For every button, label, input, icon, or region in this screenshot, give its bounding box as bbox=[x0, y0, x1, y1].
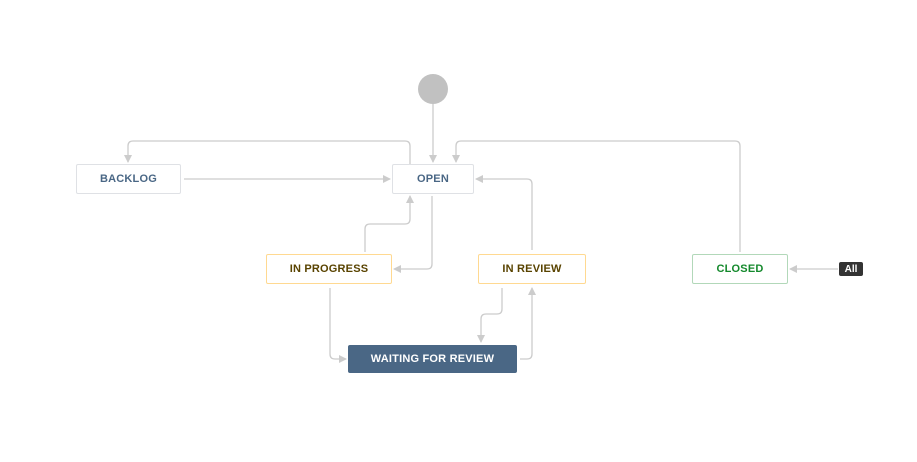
transition-in-review-to-waiting[interactable] bbox=[477, 288, 503, 343]
transition-in-review-to-open[interactable] bbox=[475, 175, 533, 250]
transition-open-to-backlog[interactable] bbox=[124, 140, 411, 164]
all-transitions-badge[interactable]: All bbox=[839, 262, 863, 276]
status-in-progress[interactable]: IN PROGRESS bbox=[266, 254, 392, 284]
status-waiting-for-review[interactable]: WAITING FOR REVIEW bbox=[348, 345, 517, 373]
status-open[interactable]: OPEN bbox=[392, 164, 474, 194]
transition-in-progress-to-waiting[interactable] bbox=[329, 288, 347, 363]
status-backlog[interactable]: BACKLOG bbox=[76, 164, 181, 194]
transition-open-to-in-progress[interactable] bbox=[393, 196, 433, 273]
status-closed[interactable]: CLOSED bbox=[692, 254, 788, 284]
start-node bbox=[418, 74, 448, 104]
status-in-review[interactable]: IN REVIEW bbox=[478, 254, 586, 284]
transition-closed-to-open[interactable] bbox=[452, 140, 741, 252]
transition-waiting-to-in-review[interactable] bbox=[520, 287, 536, 360]
transition-in-progress-to-open[interactable] bbox=[364, 195, 414, 252]
